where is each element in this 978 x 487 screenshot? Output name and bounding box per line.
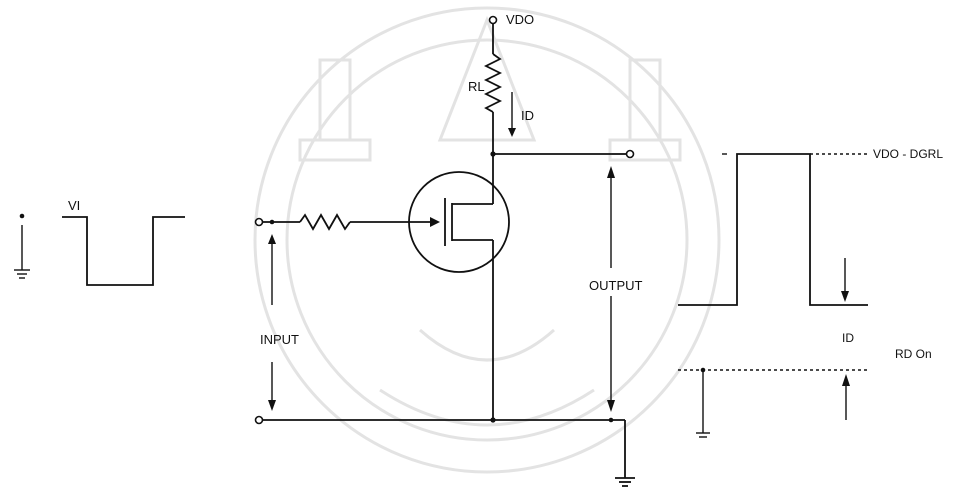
id-arrow-right [841, 258, 849, 302]
watermark-seal [253, 6, 721, 474]
rd-on-label: RD On [895, 347, 932, 361]
gate-resistor [254, 213, 440, 231]
vdd-terminal [488, 15, 498, 54]
output-arrows [607, 166, 615, 412]
rd-on-reference [678, 367, 868, 438]
input-node [269, 219, 275, 225]
vout-high-label: VDO - DGRL [873, 147, 943, 161]
input-arrows [268, 234, 276, 411]
vi-label: VI [68, 198, 80, 213]
output-label: OUTPUT [589, 278, 643, 293]
id-top-label: ID [521, 108, 534, 123]
vdd-label: VDO [506, 12, 534, 27]
input-waveform [62, 216, 185, 286]
id-arrow-top [508, 92, 516, 137]
mosfet-symbol [408, 154, 510, 420]
ground-rail [254, 415, 635, 487]
output-terminal [625, 149, 635, 159]
rl-label: RL [468, 79, 485, 94]
input-ground-ref [14, 213, 30, 279]
load-resistor [483, 53, 503, 154]
input-label: INPUT [260, 332, 299, 347]
output-waveform [678, 153, 868, 306]
id-right-label: ID [842, 331, 854, 345]
